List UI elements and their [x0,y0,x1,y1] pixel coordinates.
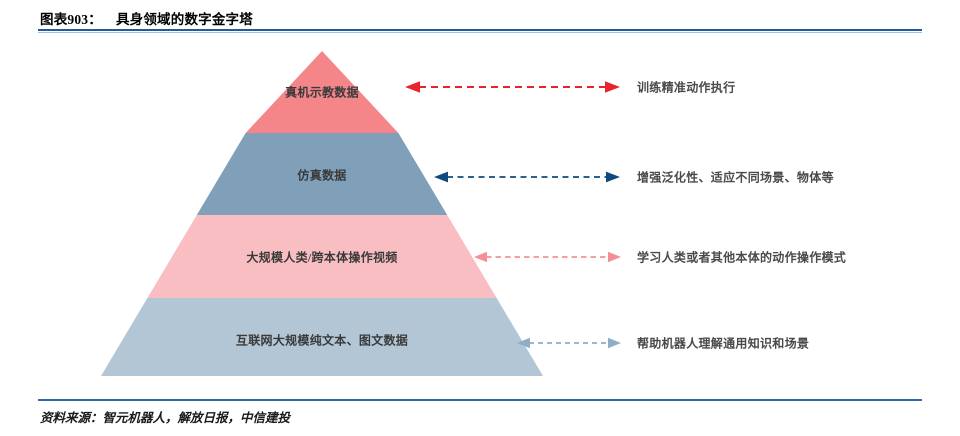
pyramid-svg [101,51,543,376]
pyramid-tier-2-shape [196,133,448,215]
double-arrow-icon [434,171,620,183]
pyramid-tier-4-shape [101,298,543,376]
pyramid-tier-4-arrow [517,334,635,352]
source-note: 资料来源：智元机器人，解放日报，中信建投 [40,411,291,425]
pyramid-tier-2-arrow [434,168,634,186]
double-arrow-icon [474,251,621,263]
header-divider-accent [38,32,922,33]
pyramid-tier-1-label: 真机示教数据 [285,85,359,100]
figure-number: 图表903： [40,12,102,27]
pyramid-diagram: 真机示教数据 仿真数据 大规模人类/跨本体操作视频 互联网大规模纯文本、图文数据 [101,51,543,376]
pyramid-tier-3-arrow [474,248,634,266]
page-title: 图表903： 具身领域的数字金字塔 [40,8,253,28]
footer-divider [38,399,922,401]
header-divider [38,29,922,31]
figure-title-text: 具身领域的数字金字塔 [115,12,253,27]
double-arrow-icon [517,337,621,349]
pyramid-tier-4-purpose: 帮助机器人理解通用知识和场景 [637,336,810,351]
pyramid-tier-3-label: 大规模人类/跨本体操作视频 [246,250,398,265]
pyramid-tier-1-shape [245,51,399,133]
pyramid-tier-3-purpose: 学习人类或者其他本体的动作操作模式 [637,250,847,265]
pyramid-tier-3-shape [147,215,497,298]
pyramid-tier-4-label: 互联网大规模纯文本、图文数据 [235,333,409,348]
pyramid-tier-1-purpose: 训练精准动作执行 [637,80,736,95]
pyramid-tier-1-arrow [405,78,635,96]
pyramid-tier-2-label: 仿真数据 [297,168,347,183]
pyramid-tier-2-purpose: 增强泛化性、适应不同场景、物体等 [637,170,834,185]
double-arrow-icon [405,81,620,93]
